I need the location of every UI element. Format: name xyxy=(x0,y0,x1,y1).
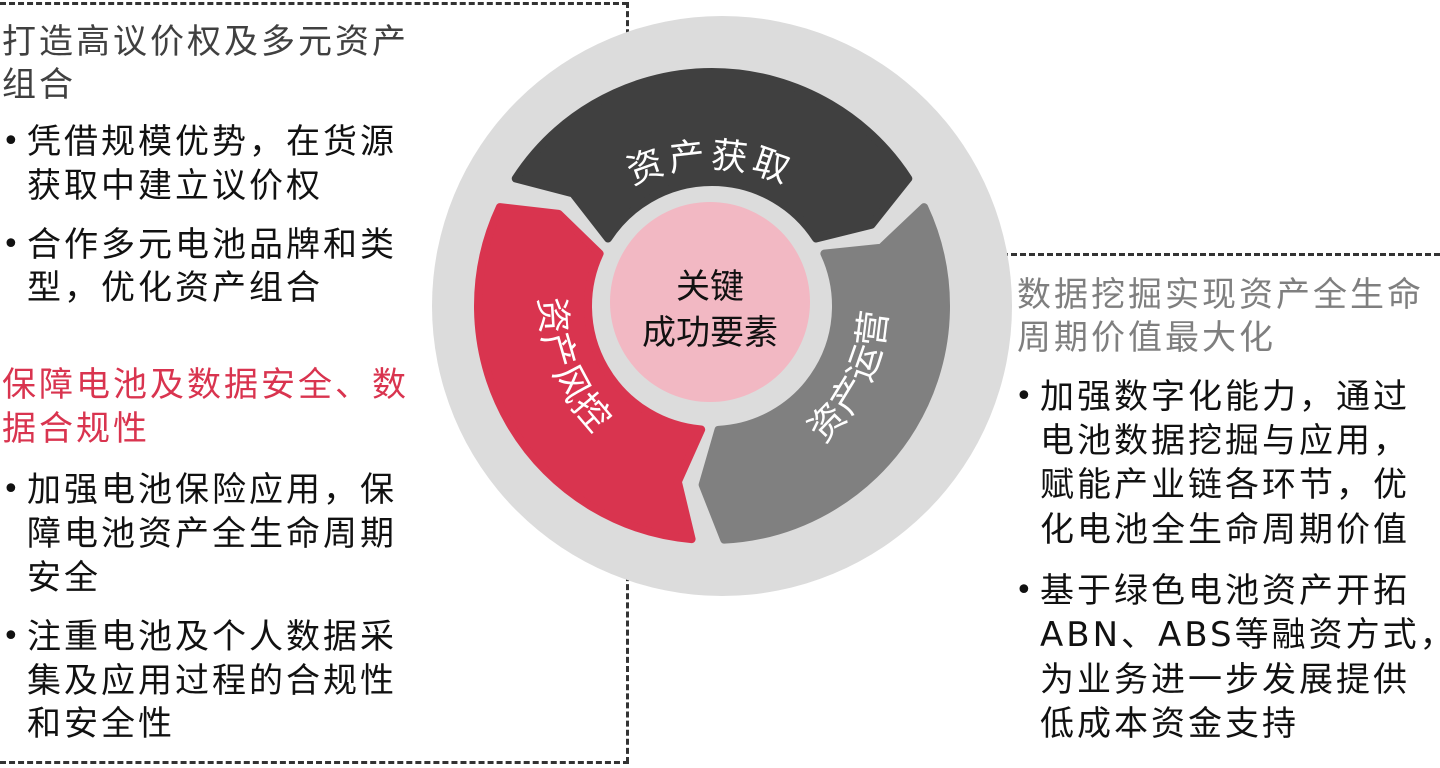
bullet-icon: • xyxy=(2,227,20,262)
left-bottom-bullet-text: 安全 xyxy=(27,558,101,598)
left-top-heading: 组合 xyxy=(2,65,76,105)
left-top-heading: 打造高议价权及多元资产 xyxy=(2,22,409,62)
dashed-connector-right xyxy=(885,253,1440,256)
right-bullet-text: 化电池全生命周期价值 xyxy=(1040,510,1410,550)
segment-risk-control xyxy=(474,203,706,544)
right-bullet-text: 为业务进一步发展提供 xyxy=(1040,660,1410,700)
center-label-line-1: 关键 xyxy=(676,267,744,307)
bullet-icon: • xyxy=(2,472,20,507)
right-heading: 周期价值最大化 xyxy=(1017,318,1276,358)
dashed-connector-bottom-vertical xyxy=(626,475,629,763)
left-top-bullet-text: 凭借规模优势，在货源 xyxy=(27,122,397,162)
right-bullet-text: 低成本资金支持 xyxy=(1040,704,1299,744)
center-label-line-2: 成功要素 xyxy=(642,313,778,353)
left-top-bullet-text: 获取中建立议价权 xyxy=(27,166,323,206)
right-heading: 数据挖掘实现资产全生命 xyxy=(1017,275,1424,315)
right-bullet-text: ABN、ABS等融资方式， xyxy=(1040,615,1440,655)
left-bottom-heading: 保障电池及数据安全、数 xyxy=(2,365,409,405)
left-bottom-bullet-text: 集及应用过程的合规性 xyxy=(27,661,397,701)
left-top-bullet-text: 合作多元电池品牌和类 xyxy=(27,225,397,265)
bullet-icon: • xyxy=(1015,379,1033,414)
segment-acquisition xyxy=(511,68,913,243)
left-bottom-bullet-text: 和安全性 xyxy=(27,704,175,744)
right-bullet-text: 基于绿色电池资产开拓 xyxy=(1040,571,1410,611)
right-bullet-text: 赋能产业链各环节，优 xyxy=(1040,465,1410,505)
left-bottom-bullet-text: 注重电池及个人数据采 xyxy=(27,617,397,657)
dashed-connector-bottom xyxy=(0,761,629,764)
dashed-connector-top xyxy=(0,2,628,5)
right-bullet-text: 电池数据挖掘与应用， xyxy=(1040,421,1410,461)
left-bottom-heading: 据合规性 xyxy=(2,409,150,449)
bullet-icon: • xyxy=(1015,573,1033,608)
right-bullet-text: 加强数字化能力，通过 xyxy=(1040,377,1410,417)
center-circle xyxy=(610,202,810,402)
segment-operation xyxy=(698,203,950,544)
left-bottom-bullet-text: 障电池资产全生命周期 xyxy=(27,514,397,554)
left-bottom-bullet-text: 加强电池保险应用，保 xyxy=(27,470,397,510)
left-top-bullet-text: 型，优化资产组合 xyxy=(27,268,323,308)
bullet-icon: • xyxy=(2,619,20,654)
bullet-icon: • xyxy=(2,124,20,159)
